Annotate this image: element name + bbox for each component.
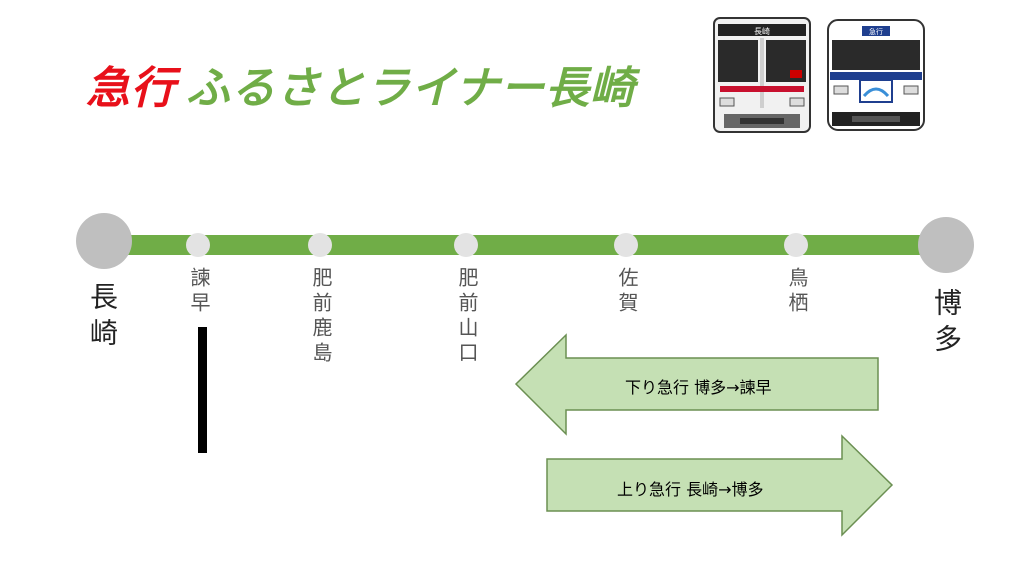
station-saga-label: 佐賀 bbox=[615, 267, 639, 317]
down-express-label: 下り急行 博多→諫早 bbox=[625, 378, 772, 397]
terminal-hakata-marker bbox=[918, 217, 974, 273]
route-title: 急行ふるさとライナー長崎 bbox=[86, 52, 635, 116]
terminal-nagasaki-marker bbox=[76, 213, 132, 269]
stop-tosu-marker bbox=[784, 233, 808, 257]
station-isahaya-label: 諫早 bbox=[187, 267, 211, 317]
station-hizen-yamaguchi-label: 肥前山口 bbox=[455, 267, 479, 367]
stop-saga-marker bbox=[614, 233, 638, 257]
isahaya-section-bar bbox=[198, 327, 207, 453]
route-line bbox=[104, 235, 946, 255]
station-hakata-label: 博多 bbox=[930, 288, 963, 360]
service-name: ふるさとライナー長崎 bbox=[186, 63, 636, 114]
stop-hizen-kashima-marker bbox=[308, 233, 332, 257]
up-express-arrow bbox=[546, 434, 894, 537]
right-train-headsign: 急行 bbox=[869, 27, 883, 36]
train-813-icon: 長崎 bbox=[713, 17, 811, 133]
station-tosu-label: 鳥栖 bbox=[785, 267, 809, 317]
up-express-label: 上り急行 長崎→博多 bbox=[617, 480, 764, 499]
left-train-headsign: 長崎 bbox=[754, 26, 770, 36]
station-hizen-kashima-label: 肥前鹿島 bbox=[309, 267, 333, 367]
train-817-icon: 急行 bbox=[827, 19, 925, 131]
stop-isahaya-marker bbox=[186, 233, 210, 257]
express-label: 急行 bbox=[86, 63, 176, 114]
station-nagasaki-label: 長崎 bbox=[86, 282, 119, 354]
down-express-arrow bbox=[514, 333, 879, 436]
stop-hizen-yamaguchi-marker bbox=[454, 233, 478, 257]
